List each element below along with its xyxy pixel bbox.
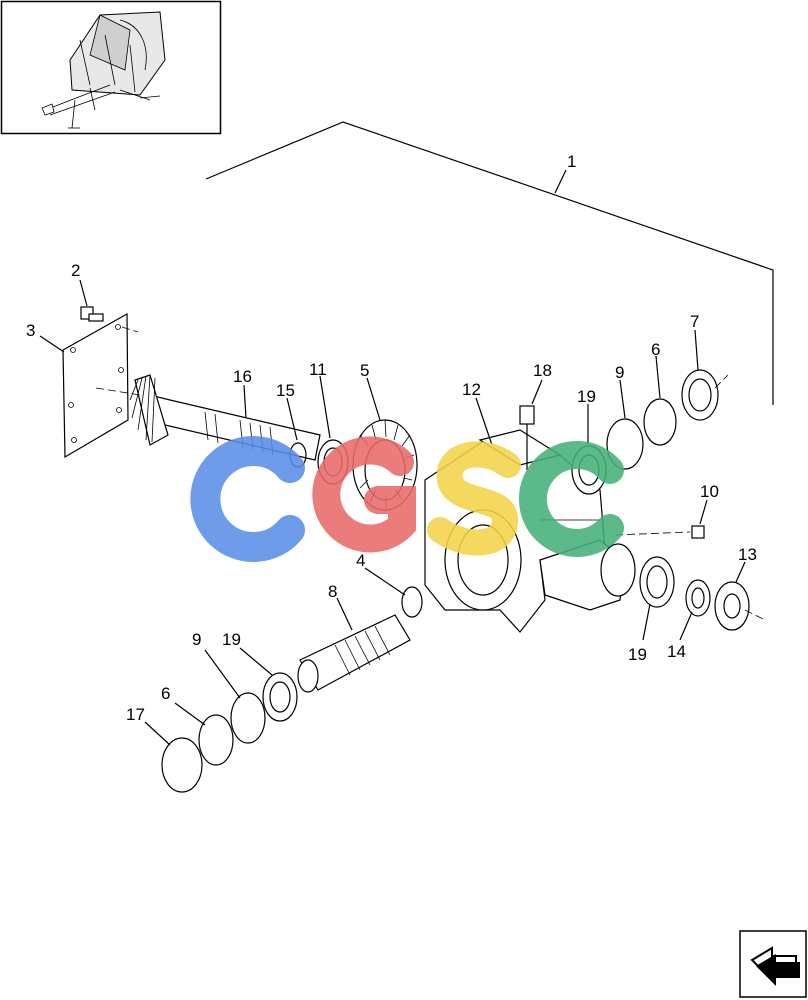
- callout-17[interactable]: 17: [126, 705, 145, 724]
- drain-plug[interactable]: [691, 525, 705, 539]
- output-shaft[interactable]: [297, 614, 411, 693]
- leader-1: [554, 169, 567, 194]
- callout-10[interactable]: 10: [700, 482, 719, 501]
- callout-7[interactable]: 7: [690, 312, 699, 331]
- callout-3[interactable]: 3: [26, 321, 35, 340]
- callout-9-bottom[interactable]: 9: [192, 630, 201, 649]
- callout-6-bottom[interactable]: 6: [161, 684, 170, 703]
- breather-fitting[interactable]: [519, 405, 535, 470]
- next-page-arrow-icon[interactable]: [739, 930, 807, 998]
- callout-15[interactable]: 15: [276, 381, 295, 400]
- callout-13[interactable]: 13: [738, 545, 757, 564]
- callout-14[interactable]: 14: [667, 642, 686, 661]
- callout-11[interactable]: 11: [309, 360, 327, 379]
- baler-thumbnail[interactable]: [0, 0, 222, 135]
- seal-7[interactable]: [681, 369, 719, 421]
- callout-4[interactable]: 4: [356, 551, 365, 570]
- callout-9-top[interactable]: 9: [615, 363, 624, 382]
- callout-19-right[interactable]: 19: [628, 645, 647, 664]
- watermark: [190, 436, 624, 562]
- bearing-19-right[interactable]: [639, 556, 675, 608]
- o-ring-9-bottom[interactable]: [230, 692, 266, 744]
- bolt[interactable]: [80, 306, 104, 322]
- snap-ring-6-bottom[interactable]: [198, 714, 234, 766]
- callout-19-left[interactable]: 19: [222, 630, 241, 649]
- washer-13[interactable]: [714, 581, 750, 631]
- assembly-bracket: [205, 121, 774, 405]
- snap-ring-4[interactable]: [401, 586, 423, 618]
- end-cap[interactable]: [161, 737, 203, 793]
- callout-12[interactable]: 12: [462, 380, 481, 399]
- callout-1[interactable]: 1: [567, 152, 576, 171]
- callout-8[interactable]: 8: [328, 582, 337, 601]
- snap-ring-6-top[interactable]: [643, 398, 677, 446]
- bearing-19-left[interactable]: [262, 672, 298, 722]
- callout-5[interactable]: 5: [360, 361, 369, 380]
- callout-16[interactable]: 16: [233, 367, 252, 386]
- callout-6-top[interactable]: 6: [651, 340, 660, 359]
- callout-18[interactable]: 18: [533, 361, 552, 380]
- nut-14[interactable]: [685, 579, 711, 617]
- callout-2[interactable]: 2: [71, 261, 80, 280]
- callout-19-top[interactable]: 19: [577, 387, 596, 406]
- cover-plate[interactable]: [62, 312, 139, 459]
- o-ring-9-top[interactable]: [606, 418, 644, 470]
